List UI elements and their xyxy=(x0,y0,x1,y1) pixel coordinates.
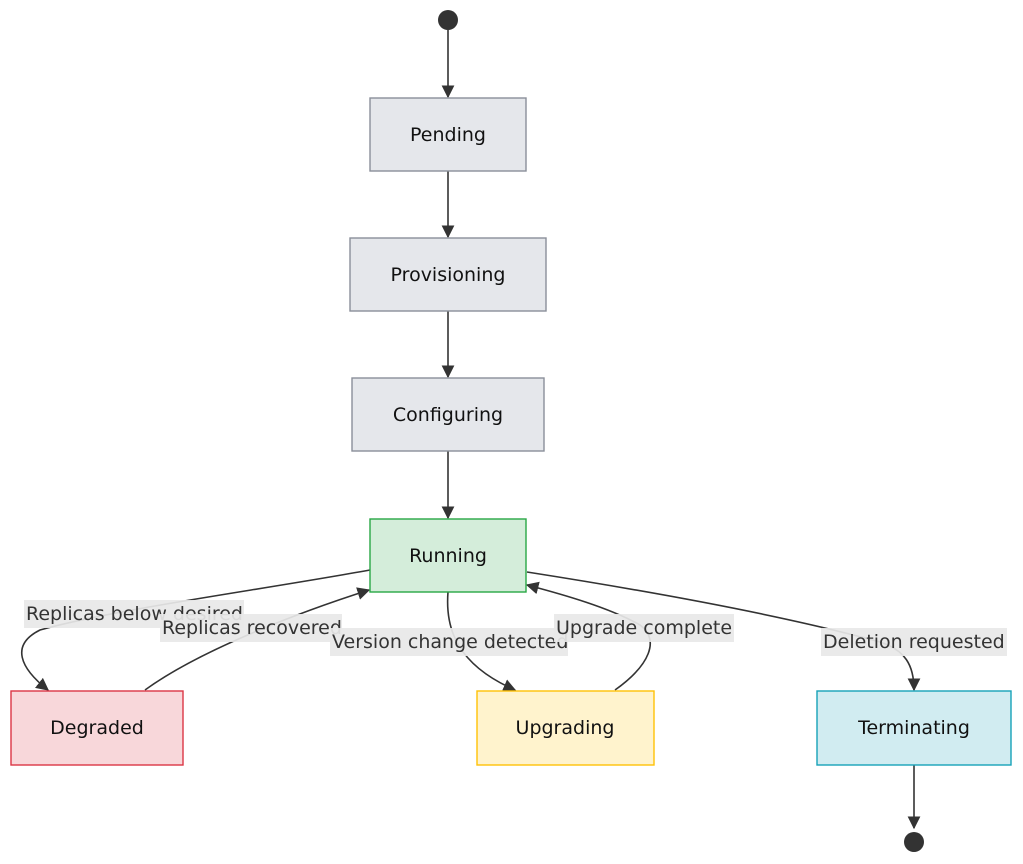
state-pending-label: Pending xyxy=(410,124,486,146)
end-marker xyxy=(904,832,924,852)
label-upgrade-complete-text: Upgrade complete xyxy=(556,617,732,639)
label-deletion-requested: Deletion requested xyxy=(821,628,1007,656)
label-deletion-requested-text: Deletion requested xyxy=(823,631,1005,653)
label-upgrade-complete-bg xyxy=(554,614,734,642)
label-version-change-detected: Version change detected xyxy=(330,628,568,656)
label-replicas-recovered-text: Replicas recovered xyxy=(162,617,342,639)
state-upgrading[interactable]: Upgrading xyxy=(476,690,655,766)
state-provisioning-box xyxy=(349,237,547,312)
state-upgrading-label: Upgrading xyxy=(516,717,615,739)
state-degraded-box xyxy=(10,690,184,766)
state-pending-box xyxy=(369,97,527,172)
start-marker xyxy=(438,10,458,30)
label-version-change-detected-bg xyxy=(330,628,568,656)
state-running[interactable]: Running xyxy=(369,518,527,593)
label-deletion-requested-bg xyxy=(821,628,1007,656)
state-provisioning-label: Provisioning xyxy=(391,264,506,286)
state-terminating-box xyxy=(816,690,1012,766)
state-running-box xyxy=(369,518,527,593)
state-provisioning[interactable]: Provisioning xyxy=(349,237,547,312)
state-configuring[interactable]: Configuring xyxy=(351,377,545,452)
state-configuring-box xyxy=(351,377,545,452)
label-replicas-recovered-bg xyxy=(160,614,342,642)
state-degraded-label: Degraded xyxy=(50,717,144,739)
state-terminating[interactable]: Terminating xyxy=(816,690,1012,766)
state-upgrading-box xyxy=(476,690,655,766)
label-version-change-detected-text: Version change detected xyxy=(332,631,568,653)
label-upgrade-complete: Upgrade complete xyxy=(554,614,734,642)
state-pending[interactable]: Pending xyxy=(369,97,527,172)
state-configuring-label: Configuring xyxy=(393,404,503,426)
state-degraded[interactable]: Degraded xyxy=(10,690,184,766)
label-replicas-recovered: Replicas recovered xyxy=(160,614,342,642)
edge-running-to-terminating xyxy=(526,571,921,692)
state-terminating-label: Terminating xyxy=(857,717,970,739)
state-running-label: Running xyxy=(409,545,487,567)
